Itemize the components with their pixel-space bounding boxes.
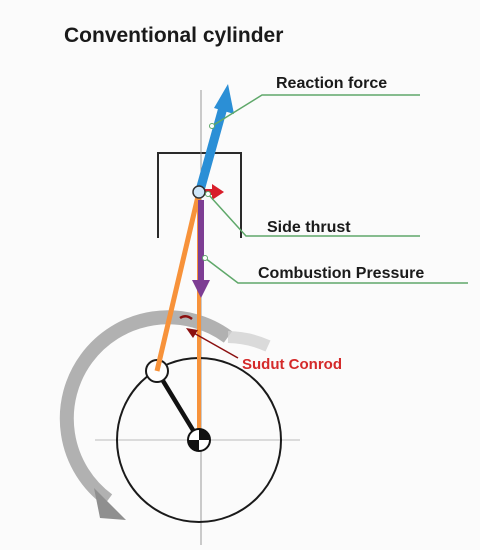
quartered-circle-icon	[187, 428, 211, 452]
piston-pin	[192, 185, 206, 199]
side-thrust-leader-line	[207, 193, 420, 237]
reaction-force-label: Reaction force	[276, 75, 387, 92]
leader-dot	[202, 255, 208, 261]
sudut-conrod-label: Sudut Conrod	[242, 356, 342, 373]
reaction-force-leader-line	[211, 94, 420, 127]
side-thrust-label: Side thrust	[267, 219, 351, 236]
diagram-title: Conventional cylinder	[64, 24, 283, 47]
leader-dot	[205, 191, 211, 197]
connecting-rod	[154, 191, 202, 372]
combustion-pressure-label: Combustion Pressure	[258, 265, 424, 282]
combustion-pressure-arrow	[192, 200, 210, 298]
cylinder-outline	[157, 152, 242, 238]
reaction-force-arrow	[194, 84, 234, 196]
leader-dot	[209, 123, 215, 129]
conrod-angle-mark	[179, 315, 193, 320]
rotation-arrow-icon	[59, 310, 271, 520]
crank-arm	[155, 369, 201, 442]
sudut-conrod-pointer	[186, 328, 239, 359]
combustion-pressure-leader-line	[204, 257, 468, 284]
